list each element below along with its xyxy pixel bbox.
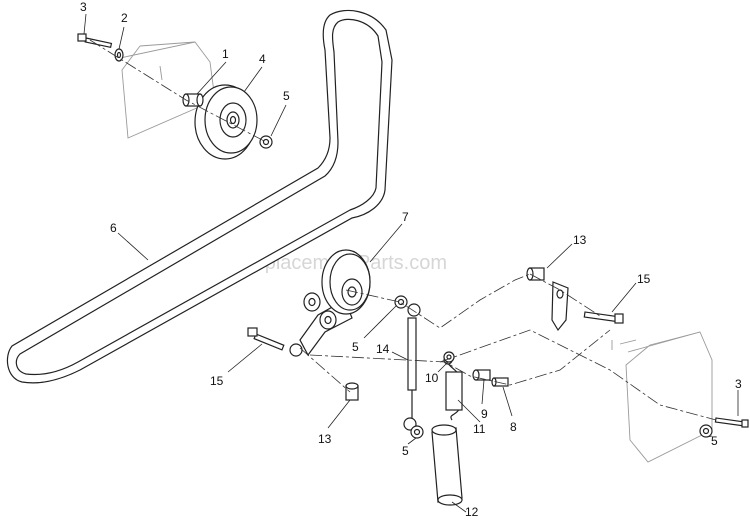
- callout-12: 12: [465, 505, 479, 519]
- centerline-lower-c: [309, 329, 611, 386]
- nut-lower-right: [699, 424, 713, 438]
- callout-5-lower-right: 5: [711, 434, 718, 448]
- callout-14: 14: [376, 342, 390, 356]
- callout-8: 8: [510, 420, 517, 434]
- bolt-lower-right: [714, 417, 749, 428]
- callout-15-left: 15: [210, 374, 224, 388]
- callout-11: 11: [473, 422, 486, 436]
- callout-5-lower-middle: 5: [402, 444, 409, 458]
- bolt-upper: [77, 33, 113, 49]
- centerline-lower-b: [299, 347, 351, 393]
- centerline-lower-a: [345, 273, 531, 329]
- callout-10: 10: [425, 371, 439, 385]
- callout-2: 2: [121, 11, 128, 25]
- centerline-upper: [89, 39, 267, 143]
- leader-lines: [83, 13, 739, 513]
- bolt-left: [247, 327, 285, 351]
- drive-belt: [6, 9, 393, 384]
- callout-3-lower: 3: [735, 377, 742, 391]
- idler-arm-assembly: [289, 249, 371, 357]
- callout-5-middle: 5: [352, 340, 359, 354]
- extension-spring: [443, 355, 463, 421]
- washer-10: [443, 351, 455, 363]
- spacer-left: [345, 382, 359, 401]
- callout-3-upper: 3: [80, 0, 87, 14]
- callout-6: 6: [110, 221, 117, 235]
- nut-middle: [394, 295, 408, 309]
- spring-cover: [431, 424, 463, 506]
- centerline-lower-e: [529, 273, 601, 317]
- nut-lower: [410, 425, 424, 439]
- washer-upper: [114, 48, 124, 62]
- callout-13-upper: 13: [573, 233, 587, 247]
- callout-9: 9: [481, 407, 488, 421]
- lower-mounting-bracket: [611, 331, 713, 463]
- nut-upper: [259, 135, 273, 149]
- spring-bracket: [551, 281, 569, 332]
- callout-15-right: 15: [637, 272, 651, 286]
- callout-13-lower: 13: [318, 432, 332, 446]
- idler-pulley: [194, 84, 258, 160]
- bolt-right: [583, 311, 624, 324]
- spacer-right: [526, 267, 545, 281]
- callout-1: 1: [222, 47, 229, 61]
- centerline-lower-d: [439, 329, 717, 421]
- callout-7: 7: [402, 210, 409, 224]
- damper-rod: [403, 303, 421, 431]
- callout-5-upper: 5: [283, 89, 290, 103]
- pin-8: [491, 377, 509, 387]
- callout-4: 4: [259, 52, 266, 66]
